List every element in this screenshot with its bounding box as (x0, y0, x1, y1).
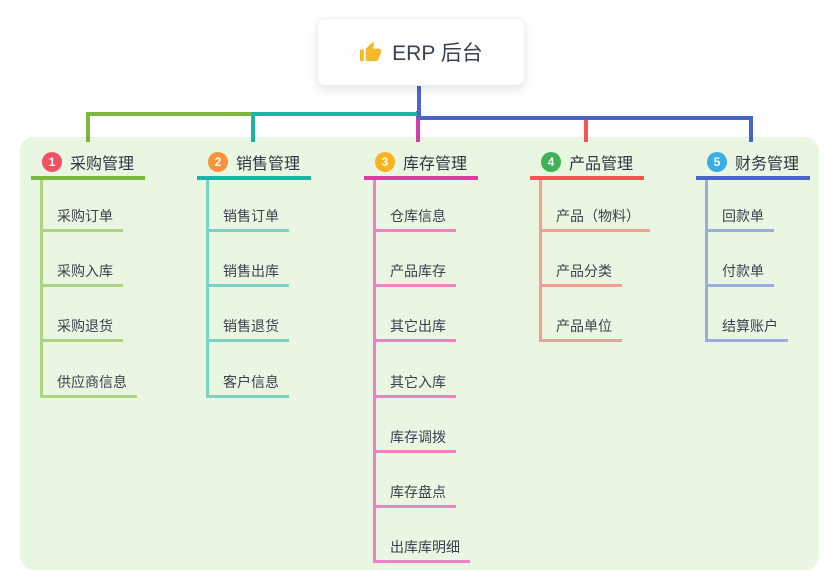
branch-child-connector (705, 180, 708, 342)
child-node[interactable]: 结算账户 (705, 313, 788, 342)
child-node[interactable]: 仓库信息 (373, 203, 456, 232)
child-node[interactable]: 库存调拨 (373, 424, 456, 453)
branch-number-badge: 1 (42, 152, 62, 172)
branch-child-connector (40, 180, 43, 398)
branch-title-label: 财务管理 (735, 156, 800, 173)
root-title: ERP 后台 (392, 42, 483, 65)
branch-number-badge: 3 (375, 152, 395, 172)
child-node[interactable]: 付款单 (705, 258, 774, 287)
child-node[interactable]: 销售退货 (206, 313, 289, 342)
child-node[interactable]: 采购入库 (40, 258, 123, 287)
child-node[interactable]: 供应商信息 (40, 369, 137, 398)
child-node[interactable]: 采购退货 (40, 313, 123, 342)
branch-child-connector (373, 180, 376, 563)
child-node[interactable]: 其它出库 (373, 313, 456, 342)
child-node[interactable]: 产品（物料） (539, 203, 650, 232)
branch-title-label: 库存管理 (403, 156, 468, 173)
branch-title-label: 采购管理 (70, 156, 135, 173)
branch-node[interactable]: 4 产品管理 (530, 148, 644, 180)
branch-number-badge: 4 (541, 152, 561, 172)
branch-node[interactable]: 1 采购管理 (31, 148, 145, 180)
child-node[interactable]: 产品分类 (539, 258, 622, 287)
branch-node[interactable]: 5 财务管理 (696, 148, 810, 180)
child-node[interactable]: 销售订单 (206, 203, 289, 232)
child-node[interactable]: 产品单位 (539, 313, 622, 342)
branch-node[interactable]: 3 库存管理 (364, 148, 478, 180)
branch-node[interactable]: 2 销售管理 (197, 148, 311, 180)
branches-panel (20, 137, 819, 570)
thumbs-up-icon (359, 41, 382, 64)
child-node[interactable]: 其它入库 (373, 369, 456, 398)
child-node[interactable]: 产品库存 (373, 258, 456, 287)
branch-title-label: 产品管理 (569, 156, 634, 173)
child-node[interactable]: 采购订单 (40, 203, 123, 232)
child-node[interactable]: 销售出库 (206, 258, 289, 287)
branch-number-badge: 5 (707, 152, 727, 172)
branch-child-connector (206, 180, 209, 398)
child-node[interactable]: 出库库明细 (373, 534, 470, 563)
child-node[interactable]: 客户信息 (206, 369, 289, 398)
branch-number-badge: 2 (208, 152, 228, 172)
branch-child-connector (539, 180, 542, 342)
branch-title-label: 销售管理 (236, 156, 301, 173)
child-node[interactable]: 回款单 (705, 203, 774, 232)
child-node[interactable]: 库存盘点 (373, 479, 456, 508)
root-node[interactable]: ERP 后台 (317, 18, 525, 86)
